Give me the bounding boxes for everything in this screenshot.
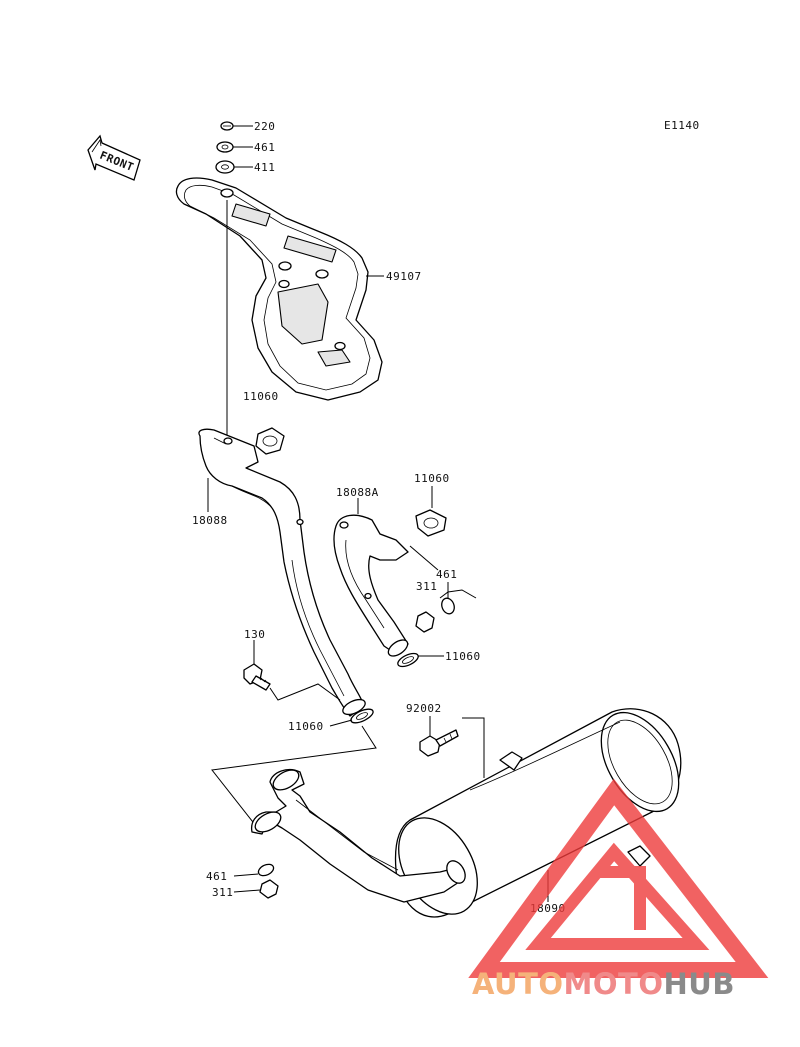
- watermark-moto: MOTO: [564, 967, 664, 1001]
- gasket-11060-c: [397, 652, 419, 668]
- leader-11060-d: [329, 719, 353, 727]
- bolt-130: [243, 663, 271, 691]
- gasket-11060-d: [350, 708, 374, 724]
- label-11060-d: 11060: [288, 720, 324, 733]
- label-18088: 18088: [192, 514, 228, 527]
- label-18088a: 18088A: [336, 486, 379, 499]
- label-130: 130: [244, 628, 265, 641]
- washer-461-mid: [441, 597, 455, 615]
- label-11060-a: 11060: [243, 390, 279, 403]
- watermark-glyph: [600, 866, 646, 930]
- watermark-triangle-outer: [468, 778, 769, 978]
- watermark-text: AUTOMOTOHUB: [472, 967, 735, 1001]
- leader-461-low: [233, 873, 259, 877]
- exhaust-pipe-18088: [198, 428, 366, 717]
- nut-311-mid: [415, 611, 435, 633]
- front-arrow-icon: FRONT: [87, 134, 141, 181]
- gasket-11060-b: [415, 509, 447, 537]
- head-pipe: [250, 768, 466, 903]
- exhaust-pipe-18088a: [333, 514, 409, 657]
- washer-411: [215, 160, 253, 174]
- label-411: 411: [254, 161, 275, 174]
- watermark-auto: AUTO: [472, 967, 564, 1001]
- connection-lines-muffler: [211, 725, 377, 827]
- gasket-11060-a: [255, 427, 285, 455]
- watermark-logo: [468, 778, 769, 978]
- label-461-low: 461: [206, 870, 227, 883]
- label-11060-b: 11060: [414, 472, 450, 485]
- leader-311-low: [233, 889, 261, 893]
- label-311-mid: 311: [416, 580, 437, 593]
- label-461-mid: 461: [436, 568, 457, 581]
- label-220: 220: [254, 120, 275, 133]
- leader-461-mid: [409, 545, 439, 571]
- label-49107: 49107: [386, 270, 422, 283]
- leader-311-mid: [439, 589, 477, 599]
- nut-220: [220, 121, 253, 131]
- diagram-code: E1140: [664, 119, 700, 132]
- bolt-92002: [419, 729, 459, 757]
- label-461-top: 461: [254, 141, 275, 154]
- watermark-triangle-inner: [525, 842, 710, 950]
- label-311-low: 311: [212, 886, 233, 899]
- watermark-hub: HUB: [664, 967, 735, 1001]
- washer-461-low: [257, 863, 275, 877]
- label-11060-c: 11060: [445, 650, 481, 663]
- label-92002: 92002: [406, 702, 442, 715]
- leader-130-b: [269, 683, 341, 701]
- lock-washer-461-top: [216, 141, 253, 153]
- muffler-18090: [394, 708, 682, 918]
- leader-92002-b: [462, 717, 485, 778]
- heat-guard-49107: [175, 177, 384, 401]
- nut-311-low: [259, 879, 279, 899]
